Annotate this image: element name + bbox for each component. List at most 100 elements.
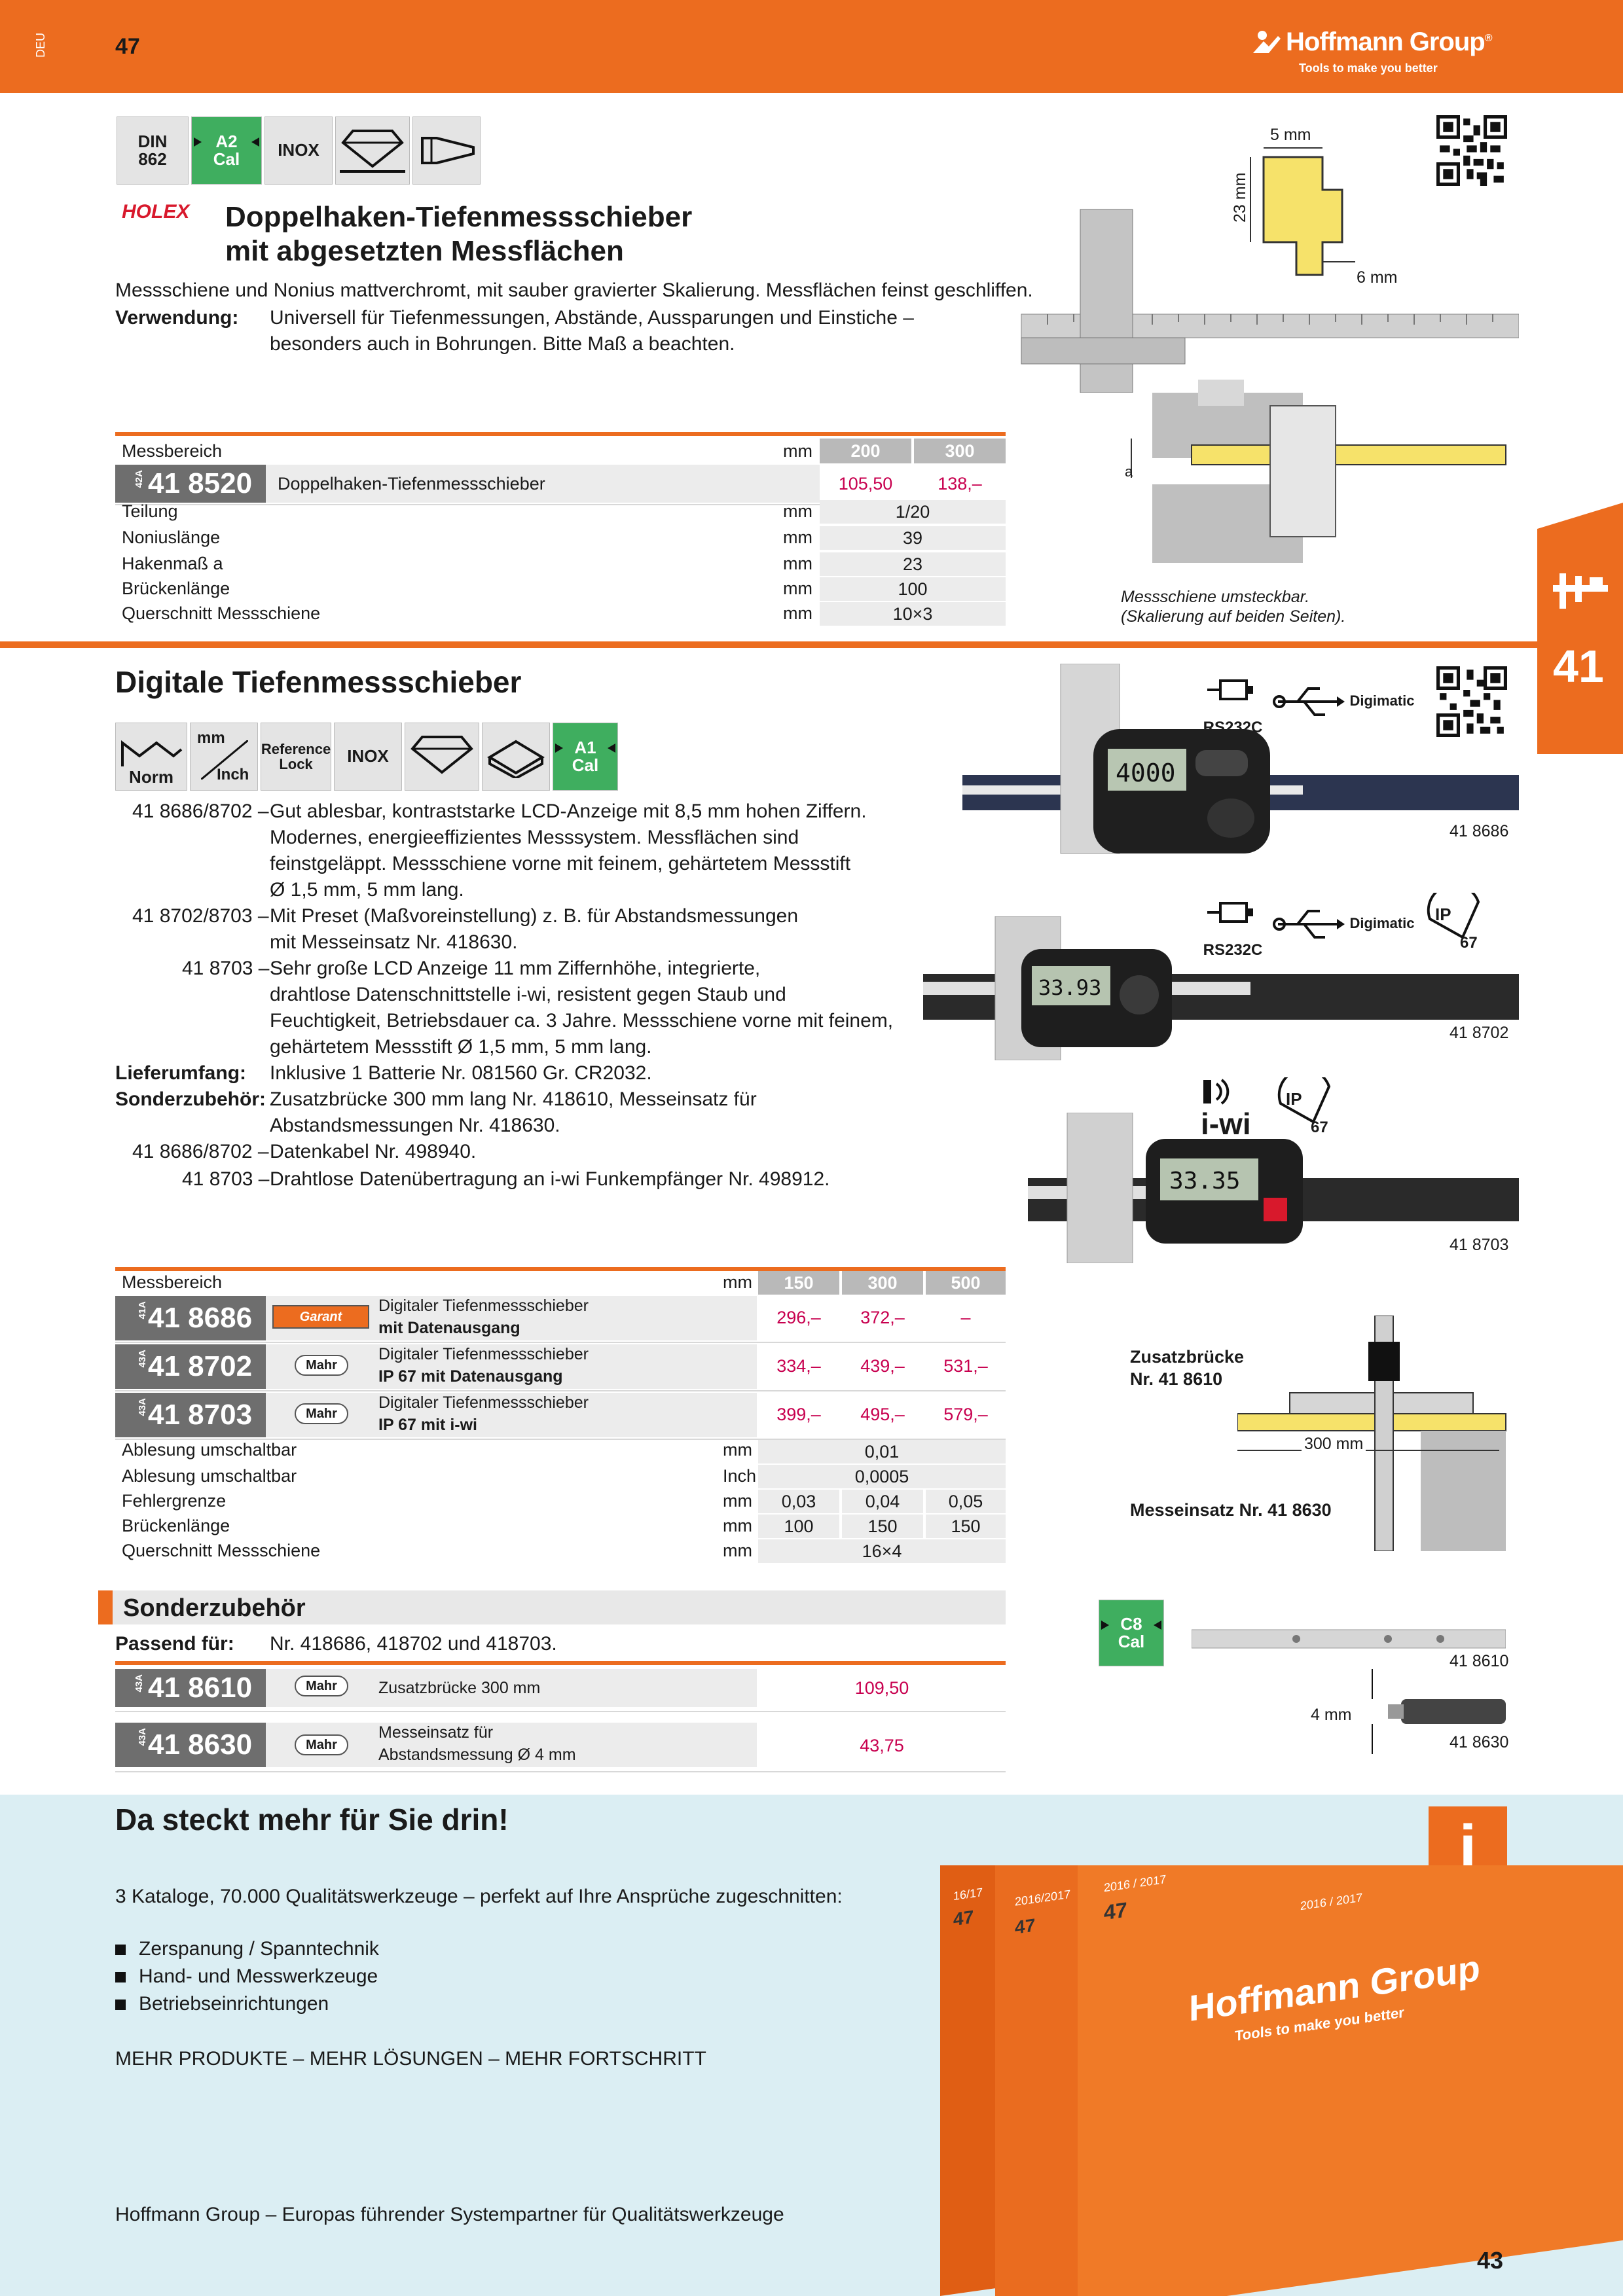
feature-line: drahtlose Datenschnittstelle i-wi, resis…: [270, 984, 786, 1005]
spec-label: Querschnitt Messschiene: [122, 603, 321, 623]
ip67-badge: IP 67: [1271, 1073, 1341, 1143]
usage-caption-1: Messschiene umsteckbar.: [1121, 588, 1310, 606]
article-name: Messeinsatz für: [378, 1723, 494, 1742]
brand-tagline: Tools to make you better: [1299, 62, 1438, 75]
product1-subtitle: mit abgesetzten Messflächen: [225, 235, 624, 267]
col-200: 200: [820, 439, 911, 463]
spec-value: 100: [758, 1515, 839, 1538]
price: 372,–: [860, 1308, 905, 1327]
image-label: 41 8686: [1450, 822, 1509, 840]
spec-label: Teilung: [122, 501, 178, 521]
feature-key: 41 8703 –: [182, 958, 270, 979]
brand-logo[interactable]: Hoffmann Group®: [1252, 27, 1493, 57]
spec-value: 150: [842, 1515, 923, 1538]
usage-text: Universell für Tiefenmessungen, Abstände…: [270, 307, 914, 329]
table-top-rule: [115, 432, 1006, 436]
col-300: 300: [914, 439, 1006, 463]
hook-dimension-diagram: [1250, 147, 1355, 276]
article-name-2: mit Datenausgang: [378, 1319, 520, 1337]
spec-value: 1/20: [820, 500, 1006, 524]
bridge-length: 300 mm: [1302, 1435, 1366, 1454]
ip-drop-icon: [1427, 893, 1480, 939]
spec-label: Querschnitt Messschiene: [122, 1541, 321, 1560]
promo-bullet: Betriebseinrichtungen: [115, 1991, 329, 2017]
spec-label: Ablesung umschaltbar: [122, 1466, 297, 1486]
mahr-logo: Mahr: [295, 1403, 348, 1424]
article-name: Zusatzbrücke 300 mm: [378, 1679, 541, 1697]
catalog-book-front: 2016 / 2017 47 2016 / 2017 Hoffmann Grou…: [1078, 1865, 1623, 2296]
chapter-tab[interactable]: 41: [1537, 503, 1623, 754]
diamond-surface-badge: [335, 117, 410, 185]
price-200: 105,50: [838, 474, 893, 493]
rs232-badge: RS232C: [1198, 889, 1267, 958]
promo-bullet: Hand- und Messwerkzeuge: [115, 1964, 378, 1990]
lcd-reading: 33.93: [1038, 975, 1101, 1000]
page-number: 43: [1477, 2247, 1504, 2274]
feature-line: Gut ablesbar, kontraststarke LCD-Anzeige…: [270, 800, 867, 822]
calibration-badge: A2 Cal: [191, 117, 262, 185]
product1-description: Messschiene und Nonius mattverchromt, mi…: [115, 279, 1033, 301]
extension-bridge-image: [1192, 1629, 1506, 1649]
feature-line: Zusatzbrücke 300 mm lang Nr. 418610, Mes…: [270, 1088, 757, 1110]
fits-label: Passend für:: [115, 1633, 234, 1655]
diamond-surface-badge: [405, 723, 479, 791]
bullet-icon: [115, 2000, 126, 2010]
article-name: Digitaler Tiefenmessschieber: [378, 1297, 589, 1315]
arrow-marks-icon: [194, 137, 259, 147]
feature-line: Drahtlose Datenübertragung an i-wi Funke…: [270, 1168, 830, 1190]
caliper-icon: [1553, 573, 1608, 609]
usb-icon: [1273, 910, 1345, 939]
dim-side: 23 mm: [1231, 172, 1249, 223]
promo-bullet: Zerspanung / Spanntechnik: [115, 1936, 379, 1962]
inox-badge: INOX: [264, 117, 333, 185]
table-top-rule: [115, 1661, 1006, 1665]
digital-caliper-418703-image: 33.35: [1028, 1113, 1519, 1263]
price: –: [960, 1308, 971, 1327]
spec-unit: mm: [783, 603, 812, 623]
hoffmann-logo-icon: [1253, 31, 1281, 53]
din-badge: DIN 862: [117, 117, 189, 185]
qr-code-icon[interactable]: [1436, 115, 1507, 186]
norm-badge: Norm: [115, 723, 187, 791]
divider: [115, 1711, 1006, 1712]
price: 579,–: [943, 1405, 988, 1424]
feature-line: Datenkabel Nr. 498940.: [270, 1141, 477, 1162]
bullet-icon: [115, 1945, 126, 1955]
price: 296,–: [776, 1308, 821, 1327]
digimatic-badge: Digimatic: [1347, 666, 1417, 736]
wireless-icon: [1203, 1079, 1230, 1105]
lcd-reading: 33.35: [1169, 1168, 1240, 1194]
holex-brand: HOLEX: [122, 201, 190, 223]
usb-icon: [1273, 687, 1345, 716]
feature-line: Mit Preset (Maßvoreinstellung) z. B. für…: [270, 905, 799, 927]
spec-unit: mm: [783, 579, 812, 598]
section-divider: [0, 641, 1537, 648]
spec-value: 23: [820, 552, 1006, 576]
spec-unit: mm: [723, 1516, 752, 1535]
bullet-icon: [115, 1972, 126, 1982]
feature-line: Feuchtigkeit, Betriebsdauer ca. 3 Jahre.…: [270, 1010, 894, 1031]
col-500: 500: [926, 1271, 1006, 1295]
col-300: 300: [842, 1271, 923, 1295]
divider: [115, 1390, 1006, 1391]
range-unit: mm: [783, 441, 812, 461]
qr-code-icon[interactable]: [1436, 666, 1507, 737]
diamond-icon: [410, 736, 473, 774]
image-label: 41 8610: [1450, 1652, 1509, 1670]
price: 439,–: [860, 1356, 905, 1376]
feature-line: feinstgeläppt. Messschiene vorne mit fei…: [270, 853, 851, 874]
article-name: Digitaler Tiefenmessschieber: [378, 1393, 589, 1412]
table-top-rule: [115, 1267, 1006, 1271]
feature-key: 41 8686/8702 –: [132, 1141, 269, 1162]
col-150: 150: [758, 1271, 839, 1295]
image-label: 41 8702: [1450, 1024, 1509, 1042]
tip-icon: [421, 137, 475, 164]
article-name-2: IP 67 mit i-wi: [378, 1416, 477, 1434]
